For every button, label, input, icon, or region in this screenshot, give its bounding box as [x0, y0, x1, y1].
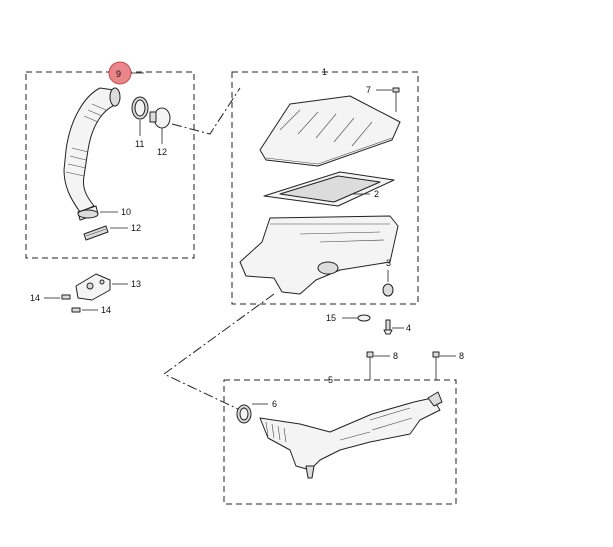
- group-1-frame: [231, 71, 419, 305]
- group-5-frame: [223, 379, 457, 505]
- gasket-12-lower: [83, 225, 109, 241]
- connector-line-9-1: [171, 87, 241, 135]
- callout-5: 5: [328, 375, 333, 385]
- grommet-3: [382, 283, 394, 297]
- bolt-14a: [61, 294, 71, 300]
- intake-duct: [259, 391, 443, 479]
- callout-4: 4: [406, 323, 411, 333]
- callout-13: 13: [131, 279, 141, 289]
- callout-11: 11: [135, 139, 144, 149]
- bolt-8b: [432, 351, 440, 380]
- air-cleaner-cover: [259, 95, 401, 167]
- hose-clamp-11: [131, 96, 149, 120]
- callout-8a: 8: [393, 351, 398, 361]
- clamp-6: [236, 404, 252, 424]
- callout-3: 3: [386, 258, 391, 268]
- bracket-13: [75, 273, 111, 301]
- washer-15: [357, 314, 371, 322]
- bolt-8a: [366, 351, 374, 380]
- callout-2: 2: [374, 189, 379, 199]
- air-filter-element: [263, 171, 395, 207]
- callout-10: 10: [121, 207, 131, 217]
- stud-4: [383, 319, 393, 335]
- callout-6: 6: [272, 399, 277, 409]
- air-cleaner-housing: [239, 215, 399, 295]
- callout-8b: 8: [459, 351, 464, 361]
- bolt-7: [392, 87, 400, 112]
- clamp-10: [77, 205, 99, 221]
- callout-9: 9: [116, 69, 121, 79]
- callout-12: 12: [157, 147, 167, 157]
- intake-hose: [63, 87, 121, 213]
- callout-7: 7: [366, 85, 371, 95]
- callout-1: 1: [322, 67, 327, 77]
- callout-14b: 14: [101, 305, 111, 315]
- seal-12: [149, 107, 171, 129]
- callout-12-lower: 12: [131, 223, 141, 233]
- connector-line-1-5: [163, 293, 275, 411]
- callout-14a: 14: [30, 293, 40, 303]
- callout-15: 15: [326, 313, 336, 323]
- bolt-14b: [71, 307, 81, 313]
